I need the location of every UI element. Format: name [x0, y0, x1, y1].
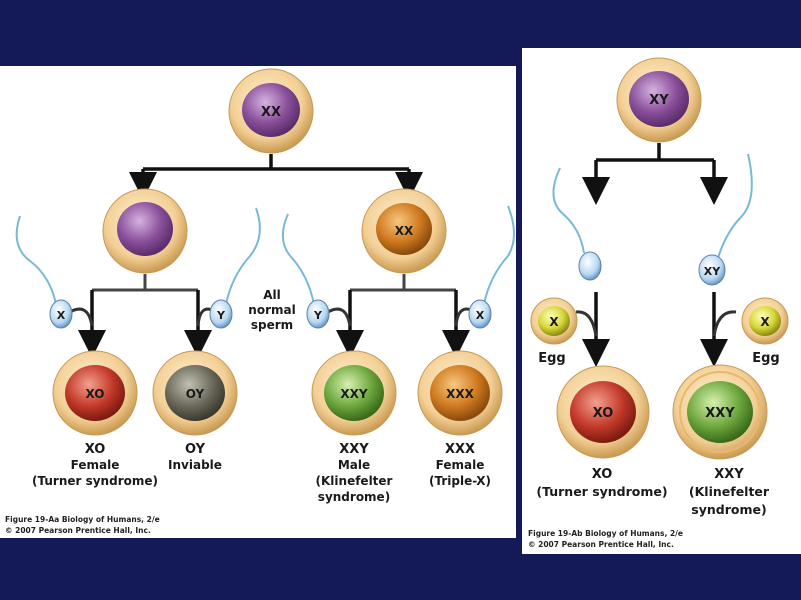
svg-text:normal: normal [248, 303, 295, 317]
daughter-cell-left [102, 188, 188, 274]
svg-text:XXY: XXY [340, 387, 368, 401]
svg-text:XO: XO [592, 467, 613, 482]
svg-text:Figure 19-Ab Biology of Human: Figure 19-Ab Biology of Humans, 2/e [528, 529, 683, 538]
sperm-4-label: X [476, 309, 485, 322]
panel-b-male-nondisjunction: XY XY X [522, 48, 801, 554]
svg-text:syndrome): syndrome) [691, 502, 766, 517]
svg-text:sperm: sperm [251, 318, 293, 332]
sperm-xy-label: XY [704, 265, 721, 278]
panel-a-female-nondisjunction: XX XX [0, 66, 516, 538]
fertilization-arrows-b [575, 292, 737, 367]
offspring-cell-xxx: XXX [417, 350, 503, 436]
meiosis-bracket-top [129, 154, 423, 200]
svg-text:XXX: XXX [445, 442, 475, 457]
parent-cell-label: XX [261, 105, 281, 120]
daughter-right-label: XX [395, 224, 414, 238]
svg-text:X: X [760, 315, 770, 329]
offspring-label-xxy: XXY Male (Klinefelter syndrome) [316, 442, 393, 504]
svg-text:XXY: XXY [705, 406, 735, 421]
svg-text:OY: OY [185, 442, 206, 457]
offspring-label-b-xo: XO (Turner syndrome) [536, 467, 667, 499]
panel-a-diagram: XX XX [5, 68, 515, 535]
svg-text:All: All [263, 288, 281, 302]
offspring-cell-b-xo: XO [556, 365, 650, 459]
svg-text:Female: Female [71, 458, 120, 472]
svg-text:Female: Female [436, 458, 485, 472]
svg-text:OY: OY [186, 387, 205, 401]
sperm-xy: XY [698, 153, 753, 286]
parent-cell-xy-label: XY [649, 93, 669, 108]
parent-cell-xx: XX [228, 68, 314, 154]
egg-left: X Egg [530, 297, 578, 366]
meiosis-bracket-b [582, 143, 728, 205]
sperm-empty [552, 167, 602, 281]
svg-text:(Triple-X): (Triple-X) [429, 474, 491, 488]
offspring-cell-b-xxy: XXY [672, 364, 768, 460]
svg-text:XO: XO [85, 387, 104, 401]
svg-text:syndrome): syndrome) [318, 490, 390, 504]
svg-text:XXY: XXY [339, 442, 369, 457]
parent-cell-xy: XY [616, 57, 702, 143]
egg-right-label: Egg [752, 351, 780, 366]
sperm-2: Y [209, 207, 261, 329]
svg-text:(Klinefelter: (Klinefelter [316, 474, 393, 488]
sperm-2-label: Y [216, 309, 226, 322]
fertilization-bracket-left [69, 274, 217, 358]
svg-text:X: X [549, 315, 559, 329]
svg-text:© 2007 Pearson Prentice Hall,: © 2007 Pearson Prentice Hall, Inc. [5, 526, 151, 535]
svg-text:(Turner syndrome): (Turner syndrome) [536, 484, 667, 499]
all-normal-sperm-label: All normal sperm [248, 288, 295, 332]
egg-left-label: Egg [538, 351, 566, 366]
sperm-1-label: X [57, 309, 66, 322]
offspring-cell-oy: OY [152, 350, 238, 436]
svg-text:XXX: XXX [446, 387, 475, 401]
svg-text:Figure 19-Aa Biology of Human: Figure 19-Aa Biology of Humans, 2/e [5, 515, 160, 524]
sperm-3-label: Y [313, 309, 323, 322]
egg-right: X Egg [741, 297, 789, 366]
sperm-4: X [468, 205, 515, 329]
offspring-cell-xo: XO [52, 350, 138, 436]
sperm-3: Y [281, 213, 330, 329]
offspring-label-oy: OY Inviable [168, 442, 222, 472]
svg-text:XXY: XXY [714, 467, 744, 482]
offspring-label-xxx: XXX Female (Triple-X) [429, 442, 491, 488]
svg-text:(Turner syndrome): (Turner syndrome) [32, 474, 158, 488]
svg-text:XO: XO [593, 406, 614, 421]
offspring-cell-xxy: XXY [311, 350, 397, 436]
figure-caption-a: Figure 19-Aa Biology of Humans, 2/e © 20… [5, 515, 160, 535]
figure-caption-b: Figure 19-Ab Biology of Humans, 2/e © 20… [528, 529, 683, 549]
svg-text:© 2007 Pearson Prentice Hall,: © 2007 Pearson Prentice Hall, Inc. [528, 540, 674, 549]
svg-text:Inviable: Inviable [168, 458, 222, 472]
svg-text:XO: XO [85, 442, 106, 457]
fertilization-bracket-right [327, 274, 477, 358]
sperm-1: X [15, 215, 73, 329]
panel-b-diagram: XY XY X [528, 57, 789, 549]
daughter-cell-right-xx: XX [361, 188, 447, 274]
svg-text:(Klinefelter: (Klinefelter [689, 484, 770, 499]
offspring-label-xo: XO Female (Turner syndrome) [32, 442, 158, 488]
svg-text:Male: Male [338, 458, 370, 472]
offspring-label-b-xxy: XXY (Klinefelter syndrome) [689, 467, 770, 517]
